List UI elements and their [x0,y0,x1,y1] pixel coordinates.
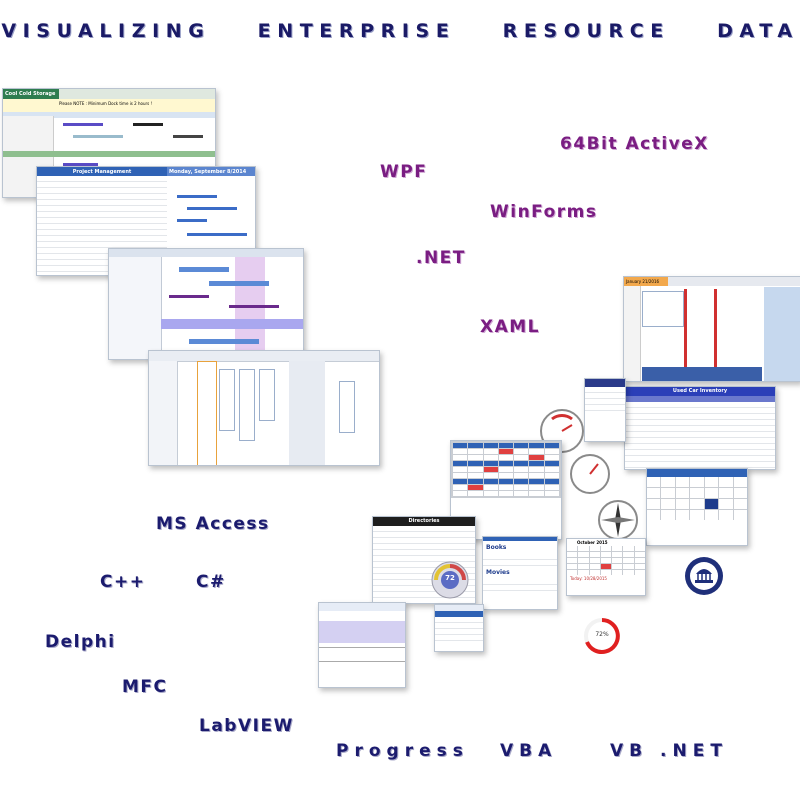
progress-ring: 72% [582,616,622,656]
seal-logo [684,556,724,596]
calendar-month: October 2015 [577,540,608,545]
country-list-screenshot [434,604,484,652]
dock-notice: Please NOTE : Minimum Dock time is 2 hou… [3,99,215,112]
delphi-label: Delphi [45,632,116,652]
xaml-label: XAML [480,317,541,337]
mfc-label: MFC [122,677,168,697]
gantt-screenshot [108,248,304,360]
progress-value: 72% [595,631,609,638]
resource-calendar-screenshot: January 21/2016 [623,276,800,382]
inventory-header: Used Car Inventory [625,387,775,396]
vba-label: VBA [500,741,558,761]
wpf-label: WPF [380,162,428,182]
clock-widget-2 [568,452,612,496]
cpp-label: C++ [100,572,146,592]
compass-widget [596,498,640,542]
dotnet-label: .NET [416,248,466,268]
cold-storage-header: Cool Cold Storage [5,91,56,97]
inventory-screenshot: Used Car Inventory [624,386,776,470]
gauge-value: 72 [445,574,455,582]
gauge-widget: 72 [430,560,470,600]
activex-label: 64Bit ActiveX [560,134,709,154]
calendar-today: Today: 10/28/2015 [570,576,607,581]
project-date-header: Monday, September 8/2014 [167,167,255,176]
csharp-label: C# [196,572,226,592]
ms-access-label: MS Access [156,514,270,534]
vbnet-label: VB .NET [610,741,728,761]
page-title: VISUALIZING ENTERPRISE RESOURCE DATA [1,20,799,42]
books-section-label: Books [486,544,507,551]
calendar-date-header: January 21/2016 [624,277,668,286]
books-movies-screenshot: Books Movies [482,536,558,610]
ribbon-menu-screenshot [584,378,626,442]
directories-header: Directories [373,517,475,526]
month-calendar-screenshot: October 2015 Today: 10/28/2015 [566,538,646,596]
month-view-screenshot [646,468,748,546]
movies-section-label: Movies [486,569,510,576]
progress-label: Progress [336,741,469,761]
project-header: Project Management [37,167,167,176]
labview-label: LabVIEW [199,716,294,736]
week-schedule-screenshot [148,350,380,466]
winforms-label: WinForms [490,202,598,222]
date-list-screenshot [318,602,406,688]
